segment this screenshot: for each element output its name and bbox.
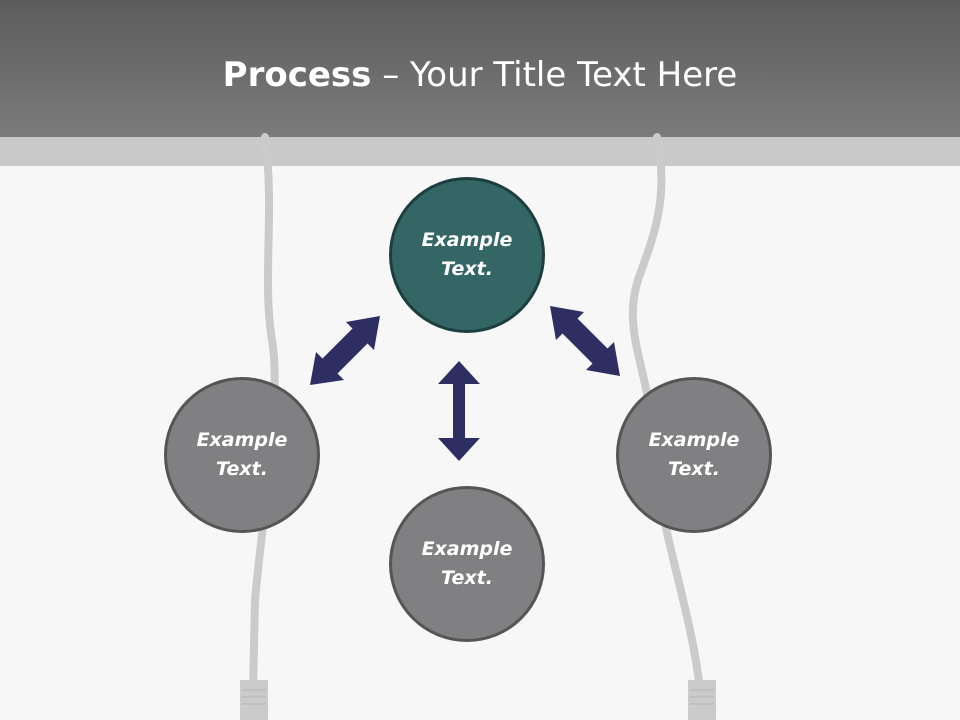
title-rest: Your Title Text Here bbox=[410, 55, 738, 95]
left-cord bbox=[249, 133, 279, 694]
process-node-left: Example Text. bbox=[164, 377, 320, 533]
node-label-line: Example bbox=[421, 229, 513, 251]
arrow-top-left bbox=[310, 316, 380, 385]
node-label-line: Text. bbox=[441, 567, 493, 589]
process-node-bottom: Example Text. bbox=[389, 486, 545, 642]
node-label: Example Text. bbox=[639, 426, 749, 484]
node-label-line: Example bbox=[196, 429, 288, 451]
node-label-line: Example bbox=[648, 429, 740, 451]
node-label: Example Text. bbox=[412, 535, 522, 593]
node-label: Example Text. bbox=[187, 426, 297, 484]
node-label-line: Text. bbox=[441, 258, 493, 280]
arrow-top-bottom bbox=[438, 361, 480, 461]
arrow-top-right bbox=[550, 306, 620, 376]
node-label-line: Example bbox=[421, 538, 513, 560]
right-cord bbox=[628, 133, 704, 694]
title-underline-band bbox=[0, 137, 960, 166]
process-node-top: Example Text. bbox=[389, 177, 545, 333]
title-bold-part: Process bbox=[222, 55, 372, 95]
right-cord-plug bbox=[688, 680, 716, 720]
title-bar bbox=[0, 0, 960, 137]
left-cord-plug bbox=[240, 680, 268, 720]
process-node-right: Example Text. bbox=[616, 377, 772, 533]
slide-title: Process – Your Title Text Here bbox=[0, 52, 960, 98]
node-label: Example Text. bbox=[412, 226, 522, 284]
node-label-line: Text. bbox=[216, 458, 268, 480]
node-label-line: Text. bbox=[668, 458, 720, 480]
title-dash: – bbox=[371, 55, 411, 95]
